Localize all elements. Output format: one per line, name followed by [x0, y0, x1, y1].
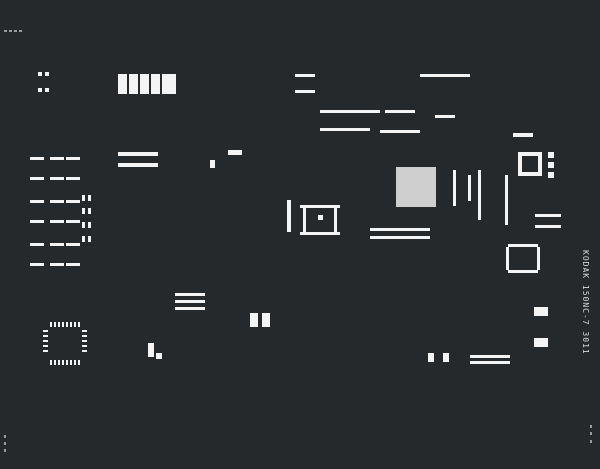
pad-openings [30, 72, 561, 365]
left-dash-pads [30, 157, 80, 266]
connector-row-top [320, 110, 420, 133]
left-vertical-pads [82, 195, 91, 242]
qfn-footprint-right [506, 244, 540, 273]
bga-footprint [396, 167, 436, 207]
film-edge-marks [4, 30, 592, 452]
pad-group-mid [118, 74, 561, 359]
connector-pads [118, 74, 176, 94]
qfp-footprint-center [300, 205, 340, 235]
ring-footprint-right [518, 152, 554, 178]
right-vertical-pads [453, 170, 508, 225]
pad-group-bottom-right [428, 307, 548, 364]
qfp-footprint-bottom-left [43, 322, 87, 365]
film-edge-code: KODAK 150NC-7 3011 [581, 250, 590, 355]
pad-group-top-left [38, 72, 49, 92]
